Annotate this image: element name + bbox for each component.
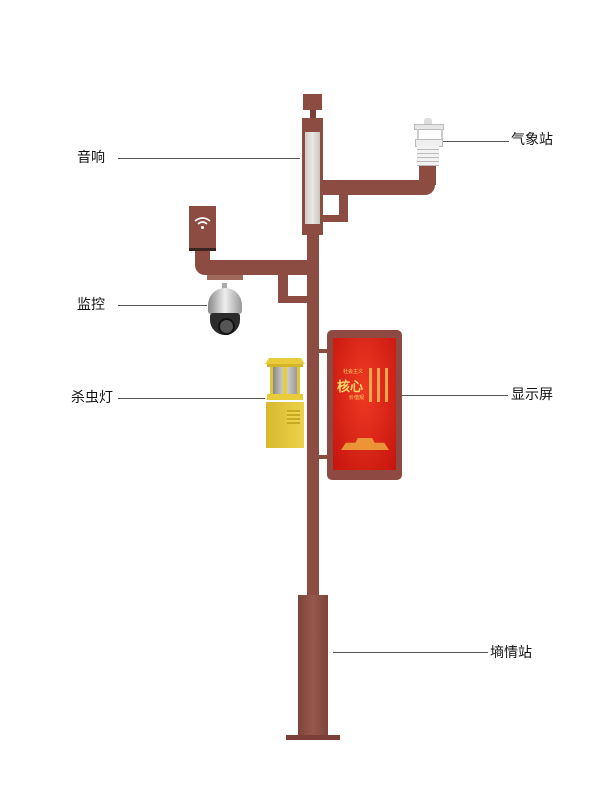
pole-neck [310,110,316,119]
label-camera: 监控 [77,297,105,313]
screen-line1: 社会主义 [343,369,364,375]
label-soil-station: 墒情站 [490,645,532,661]
left-arm-bracket-h [278,296,307,303]
wifi-icon [194,217,211,229]
label-speaker: 音响 [77,150,105,166]
weather-station [413,118,444,168]
screen-line2: 核心 [337,380,364,395]
label-display: 显示屏 [511,387,553,403]
pole-top-cap [303,94,322,110]
label-weather-station: 气象站 [511,132,553,148]
left-arm [195,260,307,275]
display-screen: 社会主义 核心 价值观 [333,338,396,470]
wifi-box [189,206,216,251]
leader-line-display [402,395,508,396]
display-bracket-top [319,349,329,353]
leader-line-speaker [118,158,300,159]
leader-line-insect-lamp [118,398,265,399]
right-arm-elbow [419,165,436,185]
leader-line-weather [443,141,509,142]
right-arm-bracket [339,195,348,222]
leader-line-soil [333,652,488,653]
pole-shaft [307,235,319,597]
insect-killer-lamp [265,358,305,448]
display-screen-frame: 社会主义 核心 价值观 [327,330,402,480]
pole-base [298,595,328,735]
surveillance-camera [207,283,243,335]
right-arm [323,180,435,195]
right-arm-bracket-h [323,215,348,222]
camera-mount [207,275,243,280]
left-arm-bracket [278,275,288,303]
left-arm-elbow [195,246,210,266]
pole-foot [286,735,340,740]
speaker-light-head [302,118,323,235]
screen-line3: 价值观 [349,395,365,401]
display-bracket-bottom [319,455,329,459]
leader-line-camera [118,305,207,306]
label-insect-lamp: 杀虫灯 [71,390,113,406]
